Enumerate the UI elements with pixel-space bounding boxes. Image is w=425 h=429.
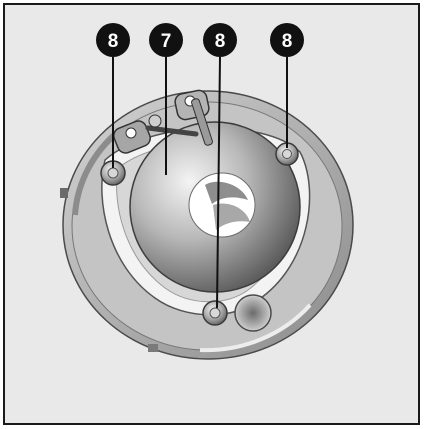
callout-label-2: 7 <box>161 31 172 52</box>
callout-badge-1: 8 <box>96 23 130 57</box>
callout-label-3: 8 <box>215 31 226 52</box>
callout-badge-4: 8 <box>270 23 304 57</box>
callout-badge-3: 8 <box>203 23 237 57</box>
callout-label-1: 8 <box>108 31 119 52</box>
bulb-socket <box>130 122 300 292</box>
callout-badge-2: 7 <box>149 23 183 57</box>
callout-label-4: 8 <box>282 31 293 52</box>
screw-bottom <box>203 301 227 325</box>
access-hole <box>235 295 271 331</box>
